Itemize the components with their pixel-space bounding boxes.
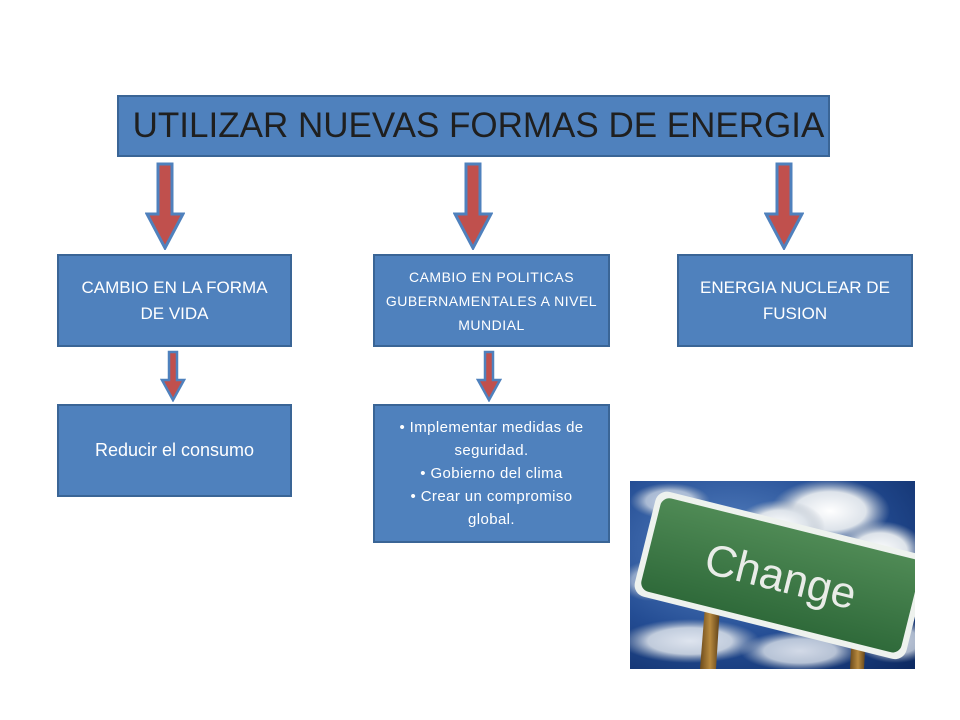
- branch-fusion-label: ENERGIA NUCLEAR DE FUSION: [700, 277, 890, 323]
- arrow-down-icon: [476, 350, 502, 402]
- title-text: UTILIZAR NUEVAS FORMAS DE ENERGIA: [132, 106, 825, 145]
- detail-policy-box: • Implementar medidas de seguridad. • Go…: [373, 404, 610, 543]
- branch-policy-box: CAMBIO EN POLITICAS GUBERNAMENTALES A NI…: [373, 254, 610, 347]
- policy-bullet-item: • Crear un compromiso global.: [410, 488, 573, 528]
- arrow-down-icon: [160, 350, 186, 402]
- branch-lifestyle-label: CAMBIO EN LA FORMA DE VIDA: [81, 277, 268, 323]
- detail-lifestyle-label: Reducir el consumo: [94, 440, 255, 460]
- branch-policy-label: CAMBIO EN POLITICAS GUBERNAMENTALES A NI…: [385, 268, 598, 333]
- branch-lifestyle-box: CAMBIO EN LA FORMA DE VIDA: [57, 254, 292, 347]
- change-sign-photo: Change: [630, 481, 915, 669]
- arrow-down-icon: [453, 162, 493, 250]
- detail-lifestyle-box: Reducir el consumo: [57, 404, 292, 497]
- branch-fusion-box: ENERGIA NUCLEAR DE FUSION: [677, 254, 913, 347]
- policy-bullet-item: • Implementar medidas de seguridad.: [399, 419, 584, 459]
- arrow-down-icon: [764, 162, 804, 250]
- policy-bullet-item: • Gobierno del clima: [420, 465, 563, 482]
- title-box: UTILIZAR NUEVAS FORMAS DE ENERGIA: [117, 95, 830, 157]
- arrow-down-icon: [145, 162, 185, 250]
